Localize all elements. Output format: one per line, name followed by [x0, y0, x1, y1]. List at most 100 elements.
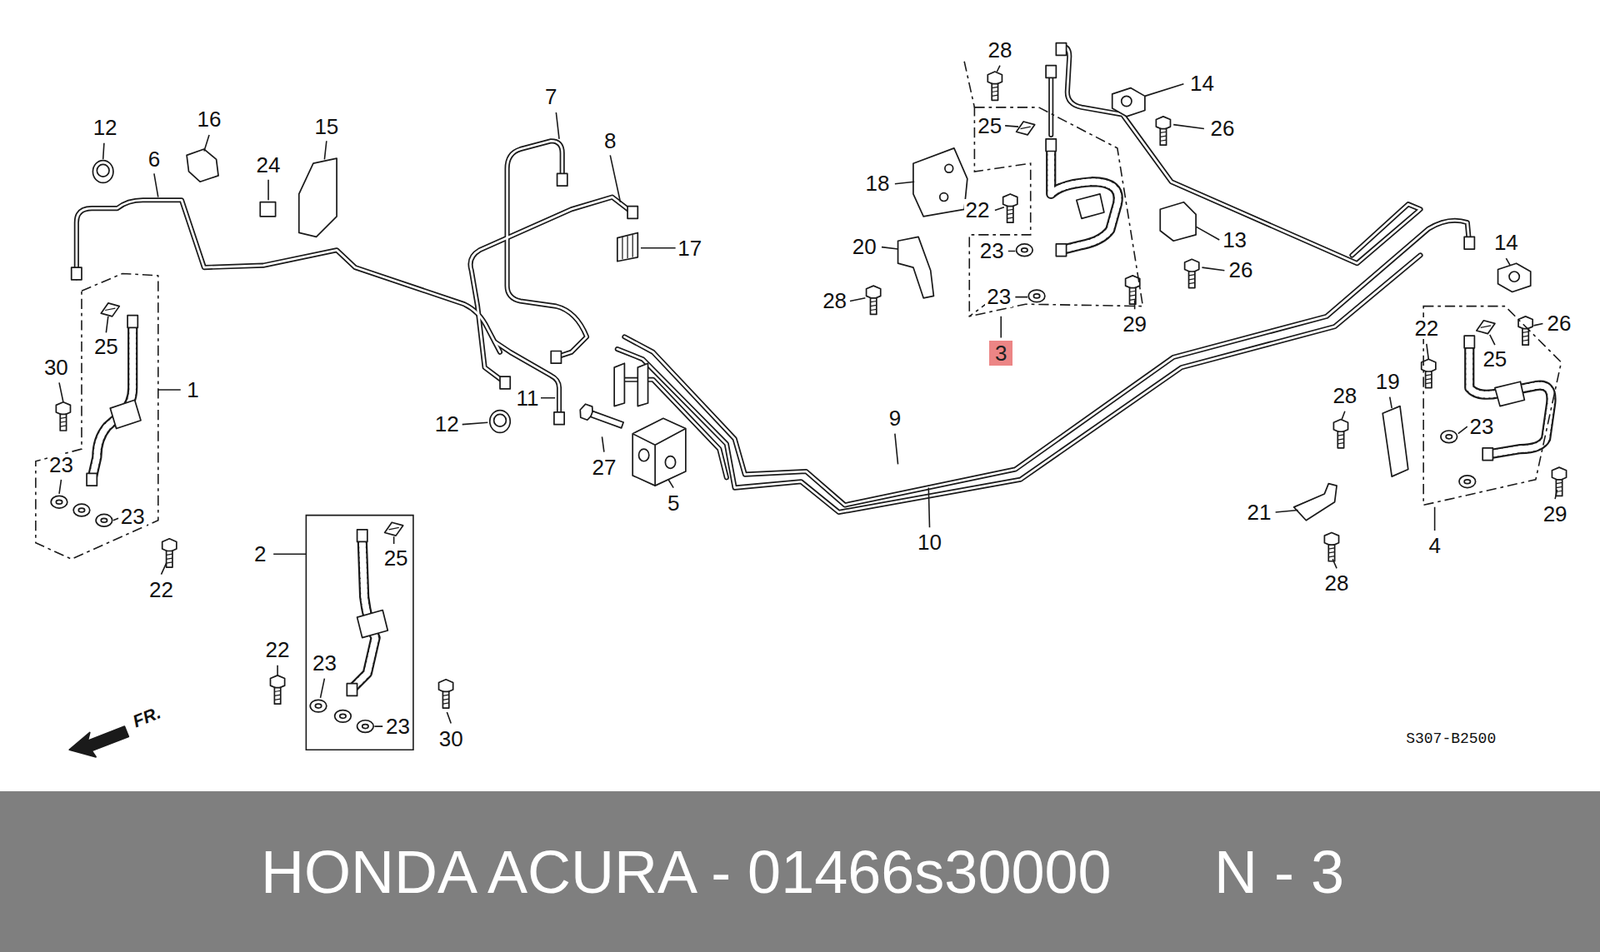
callout-number: 6 [146, 148, 162, 170]
diagram-code: S307-B2500 [1404, 731, 1498, 747]
g-shape [577, 403, 625, 433]
path-shape [637, 363, 648, 406]
path-shape [617, 255, 1421, 513]
use-shape [1016, 244, 1034, 257]
leader-lines [59, 65, 1558, 727]
callout-number: 23 [1467, 415, 1495, 438]
callout-number: 2 [252, 543, 268, 565]
callout-number: 25 [975, 115, 1004, 137]
use-shape [1028, 290, 1045, 303]
front-arrow [69, 726, 129, 758]
callout-number: 23 [119, 505, 147, 528]
path-shape [1498, 263, 1531, 292]
path-shape [470, 197, 635, 384]
callout-number: 28 [1330, 385, 1359, 407]
callout-number: 23 [985, 285, 1013, 308]
callout-number: 21 [1245, 501, 1274, 524]
path-shape [305, 515, 414, 751]
path-shape [299, 158, 337, 237]
callout-number: 16 [195, 108, 224, 130]
callout-number: 28 [820, 290, 849, 312]
use-shape [550, 351, 561, 365]
callout-number: 5 [665, 492, 681, 515]
use-shape [1464, 236, 1475, 250]
path-shape [632, 418, 686, 486]
callout-number: 26 [1545, 312, 1574, 335]
callout-number: 28 [986, 39, 1015, 61]
callout-number: 25 [1480, 348, 1509, 370]
callout-number: 23 [310, 652, 339, 675]
path-shape [969, 107, 1143, 317]
path-shape [76, 200, 500, 352]
path-shape [622, 235, 633, 260]
use-shape [1464, 335, 1475, 349]
callout-number: 18 [864, 172, 892, 195]
direction-label: FR. [129, 703, 165, 732]
use-shape [55, 402, 70, 431]
path-shape [495, 341, 560, 420]
path-shape [590, 411, 624, 429]
path-shape [614, 363, 625, 406]
callout-number: 22 [1412, 317, 1440, 340]
use-shape [310, 700, 327, 713]
callout-number: 7 [543, 85, 559, 108]
callout-number: 25 [92, 335, 120, 358]
path-shape [1050, 151, 1118, 251]
path-shape [632, 429, 686, 487]
hose-brackets [110, 194, 1525, 639]
use-shape [557, 173, 568, 186]
use-shape [987, 71, 1002, 100]
highlighted-callout: 3 [989, 340, 1013, 366]
use-shape [866, 285, 881, 315]
callout-number: 10 [915, 531, 944, 554]
callout-number: 23 [978, 240, 1006, 262]
path-shape [495, 341, 560, 420]
use-shape [554, 412, 565, 425]
path-shape [1050, 151, 1118, 251]
use-shape [100, 303, 120, 317]
path-shape [1076, 194, 1105, 219]
callout-number: 15 [312, 115, 340, 138]
path-shape [1495, 381, 1525, 406]
use-shape [50, 495, 68, 509]
path-shape [357, 610, 389, 639]
path-shape [1294, 484, 1337, 521]
brake-pipes [76, 45, 1470, 513]
path-shape [1469, 345, 1551, 455]
callout-number: 14 [1188, 72, 1216, 95]
part-number-banner: HONDA ACURA - 01466s30000N - 3 [0, 791, 1600, 952]
valve [614, 363, 686, 486]
use-shape [73, 504, 90, 517]
path-shape [507, 140, 588, 358]
use-shape [1482, 448, 1493, 461]
use-shape [86, 473, 97, 486]
use-shape [162, 539, 177, 568]
callout-number: 29 [1541, 503, 1570, 525]
callout-number: 30 [42, 356, 70, 379]
path-shape [59, 65, 1558, 727]
path-shape [617, 232, 638, 261]
path-shape [964, 61, 990, 317]
fittings [71, 43, 1494, 697]
ellipse-shape [940, 193, 949, 202]
callout-number: 8 [602, 130, 618, 152]
path-shape [1382, 406, 1409, 477]
path-shape [260, 202, 275, 217]
callout-number: 12 [91, 116, 120, 139]
use-shape [1055, 244, 1066, 257]
use-shape [1016, 121, 1035, 135]
path-shape [913, 148, 968, 217]
use-shape [1324, 532, 1339, 561]
callout-number: 29 [1120, 313, 1149, 335]
use-shape [1551, 467, 1566, 496]
use-shape [627, 206, 638, 220]
brake-hoses [91, 151, 1551, 690]
callout-number: 11 [515, 387, 541, 410]
callout-number: 27 [590, 456, 618, 479]
use-shape [127, 315, 138, 329]
use-shape [500, 376, 510, 390]
use-shape [92, 160, 113, 184]
callout-number: 19 [1374, 370, 1402, 393]
use-shape [1440, 430, 1458, 444]
node-subtext: N - 3 [1214, 842, 1345, 903]
